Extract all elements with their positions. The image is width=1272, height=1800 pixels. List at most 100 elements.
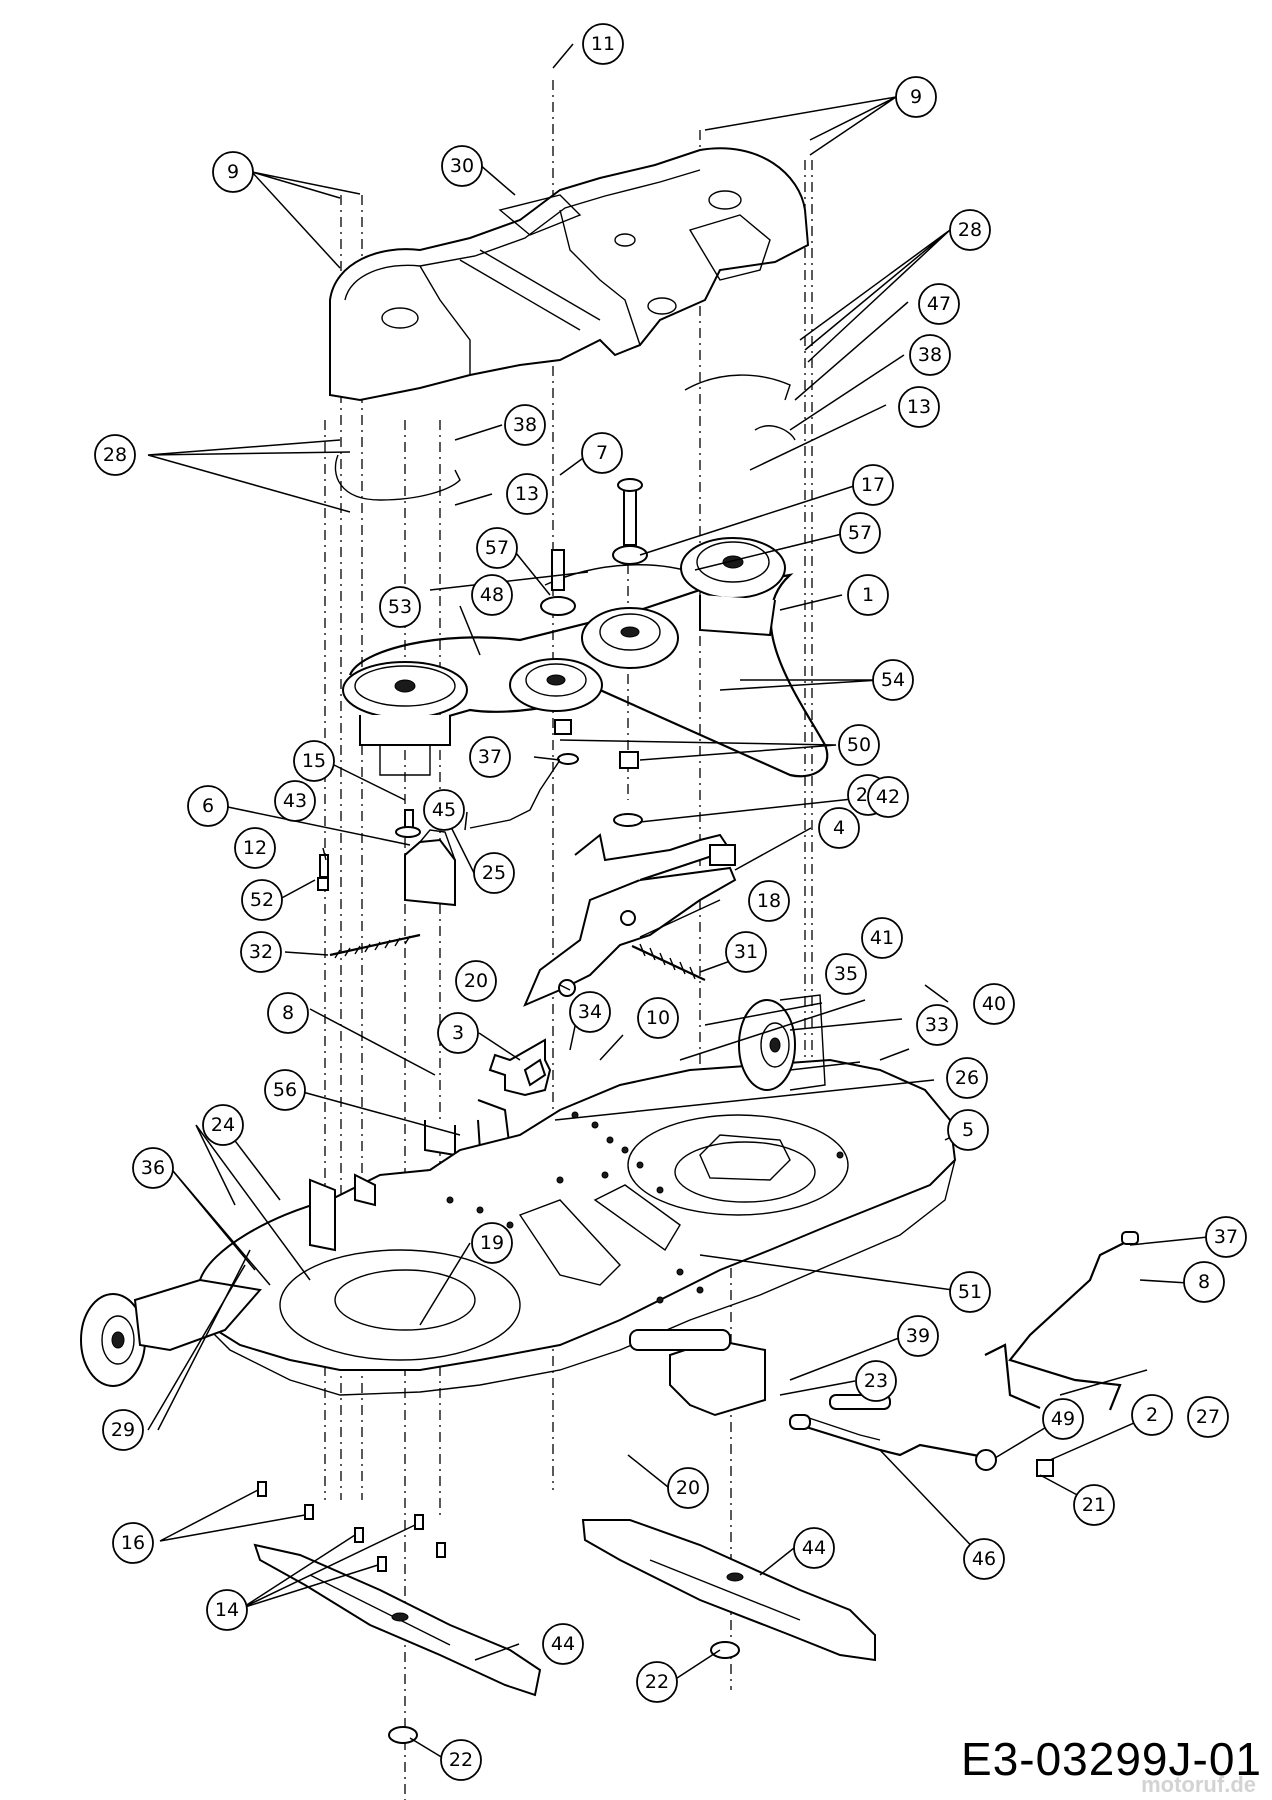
callout-34: 34 xyxy=(569,991,611,1033)
idler-brackets xyxy=(317,753,737,1157)
callout-32: 32 xyxy=(240,931,282,973)
svg-text:4: 4 xyxy=(833,817,845,839)
lift-linkage xyxy=(789,1231,1139,1477)
svg-text:41: 41 xyxy=(870,927,894,949)
svg-text:44: 44 xyxy=(551,1633,575,1655)
svg-text:57: 57 xyxy=(485,537,509,559)
svg-text:40: 40 xyxy=(982,993,1006,1015)
callout-46: 46 xyxy=(963,1538,1005,1580)
callout-26: 26 xyxy=(946,1057,988,1099)
callout-25: 25 xyxy=(473,852,515,894)
callout-47: 47 xyxy=(918,283,960,325)
callout-9a: 9 xyxy=(895,76,937,118)
callout-33: 33 xyxy=(916,1004,958,1046)
callout-28a: 28 xyxy=(949,209,991,251)
callout-41: 41 xyxy=(861,917,903,959)
callout-57b: 57 xyxy=(839,512,881,554)
svg-text:23: 23 xyxy=(864,1370,888,1392)
callout-19: 19 xyxy=(471,1222,513,1264)
svg-text:45: 45 xyxy=(432,799,456,821)
callout-57a: 57 xyxy=(476,527,518,569)
svg-text:25: 25 xyxy=(482,862,506,884)
svg-text:20: 20 xyxy=(676,1477,700,1499)
callout-23: 23 xyxy=(855,1360,897,1402)
callout-37a: 37 xyxy=(469,736,511,778)
svg-text:20: 20 xyxy=(464,970,488,992)
svg-text:46: 46 xyxy=(972,1548,996,1570)
svg-text:38: 38 xyxy=(918,344,942,366)
callout-4: 4 xyxy=(818,807,860,849)
svg-text:17: 17 xyxy=(861,474,885,496)
pulley-system xyxy=(342,478,829,778)
svg-text:19: 19 xyxy=(480,1232,504,1254)
svg-text:18: 18 xyxy=(757,890,781,912)
svg-text:24: 24 xyxy=(211,1114,235,1136)
svg-text:33: 33 xyxy=(925,1014,949,1036)
callout-13b: 13 xyxy=(898,386,940,428)
svg-text:47: 47 xyxy=(927,293,951,315)
svg-text:31: 31 xyxy=(734,941,758,963)
callout-28b: 28 xyxy=(94,434,136,476)
callout-7: 7 xyxy=(581,432,623,474)
svg-text:53: 53 xyxy=(388,596,412,618)
svg-text:9: 9 xyxy=(227,161,239,183)
svg-text:21: 21 xyxy=(1082,1494,1106,1516)
svg-text:16: 16 xyxy=(121,1532,145,1554)
callout-40: 40 xyxy=(973,983,1015,1025)
callout-42: 42 xyxy=(867,776,909,818)
svg-text:42: 42 xyxy=(876,786,900,808)
svg-text:14: 14 xyxy=(215,1599,239,1621)
svg-text:22: 22 xyxy=(645,1671,669,1693)
svg-text:28: 28 xyxy=(958,219,982,241)
svg-text:1: 1 xyxy=(862,584,874,606)
svg-text:39: 39 xyxy=(906,1325,930,1347)
svg-text:30: 30 xyxy=(450,155,474,177)
svg-text:6: 6 xyxy=(202,795,214,817)
belt-cover xyxy=(329,147,810,402)
svg-text:7: 7 xyxy=(596,442,608,464)
callout-27: 27 xyxy=(1187,1396,1229,1438)
callout-44a: 44 xyxy=(793,1527,835,1569)
svg-text:11: 11 xyxy=(591,33,615,55)
callout-43: 43 xyxy=(274,780,316,822)
callout-31: 31 xyxy=(725,931,767,973)
svg-text:8: 8 xyxy=(282,1002,294,1024)
svg-text:36: 36 xyxy=(141,1157,165,1179)
svg-text:54: 54 xyxy=(881,669,905,691)
callout-29: 29 xyxy=(102,1409,144,1451)
svg-text:8: 8 xyxy=(1198,1271,1210,1293)
callout-20c: 20 xyxy=(667,1467,709,1509)
callout-37b: 37 xyxy=(1205,1216,1247,1258)
callout-14: 14 xyxy=(206,1589,248,1631)
svg-text:15: 15 xyxy=(302,750,326,772)
watermark: motoruf.de xyxy=(1141,1772,1256,1797)
callout-45: 45 xyxy=(423,789,465,831)
callout-53: 53 xyxy=(379,586,421,628)
svg-text:52: 52 xyxy=(250,889,274,911)
svg-text:34: 34 xyxy=(578,1001,602,1023)
svg-text:32: 32 xyxy=(249,941,273,963)
callout-9b: 9 xyxy=(212,151,254,193)
callout-11: 11 xyxy=(582,23,624,65)
callout-50: 50 xyxy=(838,724,880,766)
svg-text:27: 27 xyxy=(1196,1406,1220,1428)
svg-text:9: 9 xyxy=(910,86,922,108)
svg-text:5: 5 xyxy=(962,1119,974,1141)
callout-3: 3 xyxy=(437,1012,479,1054)
svg-text:37: 37 xyxy=(1214,1226,1238,1248)
svg-text:13: 13 xyxy=(907,396,931,418)
callout-12: 12 xyxy=(234,827,276,869)
callout-39: 39 xyxy=(897,1315,939,1357)
callout-bubbles: 1 2 3 4 5 6 7 8 8 9 9 10 11 12 13 13 14 … xyxy=(94,23,1247,1781)
callout-2: 2 xyxy=(1131,1394,1173,1436)
callout-8b: 8 xyxy=(1183,1261,1225,1303)
callout-51: 51 xyxy=(949,1271,991,1313)
svg-text:12: 12 xyxy=(243,837,267,859)
svg-text:43: 43 xyxy=(283,790,307,812)
svg-text:28: 28 xyxy=(103,444,127,466)
callout-10: 10 xyxy=(637,997,679,1039)
callout-5: 5 xyxy=(947,1109,989,1151)
callout-13a: 13 xyxy=(506,473,548,515)
svg-text:51: 51 xyxy=(958,1281,982,1303)
